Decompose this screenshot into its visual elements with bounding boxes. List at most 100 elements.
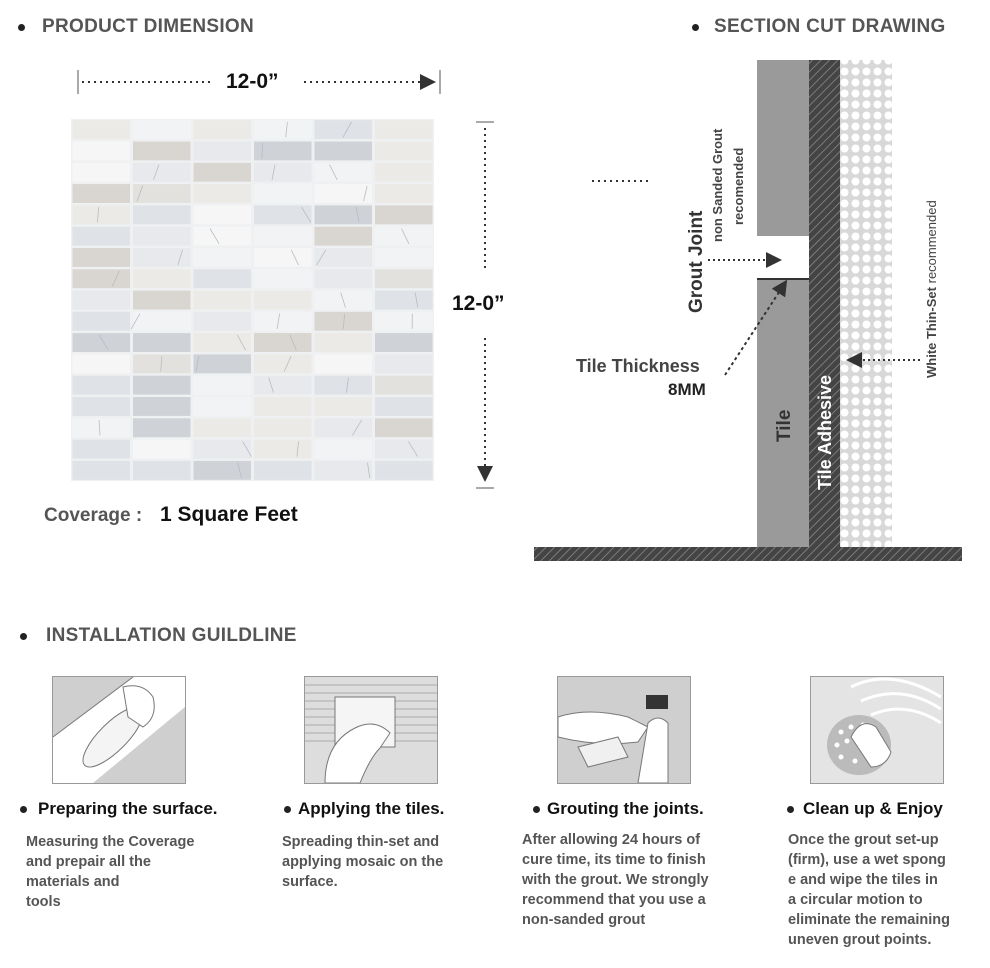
mosaic-vein — [242, 441, 252, 457]
mosaic-tile-sheet — [71, 119, 434, 481]
section-cut-drawing — [534, 60, 962, 561]
step4-title: Clean up & Enjoy — [803, 799, 943, 818]
width-label: 12-0” — [226, 70, 279, 93]
mosaic-tile — [193, 248, 251, 267]
mosaic-tile — [314, 375, 372, 395]
step-bullet — [284, 806, 291, 813]
mosaic-tile — [254, 439, 312, 459]
mosaic-tile — [72, 439, 130, 459]
step3-image — [557, 676, 691, 784]
mosaic-vein — [301, 206, 312, 223]
grout-joint-label: Grout Joint — [686, 210, 707, 313]
mosaic-vein — [283, 356, 292, 372]
mosaic-vein — [414, 292, 419, 308]
mosaic-vein — [97, 207, 100, 223]
mosaic-tile — [133, 290, 191, 310]
grout-note-line2: recomended — [731, 147, 746, 225]
lower-tile — [757, 279, 809, 547]
heading-bullet — [20, 633, 27, 640]
mosaic-tile — [72, 205, 130, 225]
mosaic-tile — [314, 354, 372, 374]
mosaic-vein — [195, 356, 200, 372]
mosaic-vein — [401, 228, 410, 244]
mosaic-vein — [408, 441, 419, 457]
thinset-bold: White Thin-Set — [924, 287, 939, 378]
mosaic-vein — [276, 313, 280, 329]
mosaic-vein — [342, 121, 352, 138]
height-dimension-line — [476, 121, 494, 489]
mosaic-tile — [314, 248, 372, 267]
mosaic-tile — [72, 162, 130, 182]
mosaic-vein — [296, 441, 299, 457]
mosaic-tile — [314, 184, 372, 203]
mosaic-tile — [254, 375, 312, 395]
mosaic-tile — [72, 120, 130, 140]
mosaic-tile — [314, 226, 372, 246]
mosaic-vein — [268, 377, 274, 393]
mosaic-tile — [193, 460, 251, 480]
rolling-mat-icon — [53, 677, 185, 783]
mosaic-tile — [375, 375, 433, 395]
tile-label: Tile — [774, 410, 796, 442]
mosaic-tile — [133, 460, 191, 480]
mosaic-tile — [314, 418, 372, 438]
mosaic-tile — [254, 269, 312, 289]
grout-note-line1: non Sanded Grout — [710, 128, 725, 242]
grout-joint-gap — [757, 236, 809, 279]
sponge-icon — [827, 677, 942, 775]
mosaic-tile — [375, 418, 433, 438]
heading-bullet — [692, 24, 699, 31]
thinset-rest: recommended — [924, 200, 939, 287]
mosaic-vein — [340, 292, 346, 308]
mosaic-tile — [193, 226, 251, 246]
mosaic-vein — [290, 249, 299, 266]
mosaic-tile — [314, 460, 372, 480]
mosaic-tile — [193, 205, 251, 225]
mosaic-vein — [177, 249, 183, 266]
mosaic-tile — [254, 290, 312, 310]
mosaic-vein — [209, 228, 220, 245]
mosaic-tile — [133, 205, 191, 225]
mosaic-tile — [72, 418, 130, 438]
mosaic-tile — [193, 418, 251, 438]
mosaic-tile — [254, 226, 312, 246]
mosaic-tile — [375, 311, 433, 331]
mosaic-tile — [133, 439, 191, 459]
mosaic-tile — [133, 354, 191, 374]
mosaic-tile — [375, 248, 433, 267]
mosaic-vein — [316, 249, 327, 266]
mosaic-vein — [285, 121, 288, 138]
mosaic-vein — [111, 270, 120, 287]
grout-float-icon — [558, 695, 669, 783]
mosaic-vein — [351, 419, 363, 436]
thinset-label: White Thin-Set recommended — [924, 200, 939, 378]
upper-tile — [757, 60, 809, 236]
heading-bullet — [18, 24, 25, 31]
tile-adhesive-text: Tile Adhesive — [815, 374, 835, 490]
mosaic-tile — [314, 141, 372, 161]
step4-description: Once the grout set-up (firm), use a wet … — [788, 832, 950, 948]
mosaic-tile — [193, 375, 251, 395]
mosaic-vein — [98, 334, 109, 351]
mosaic-vein — [346, 377, 349, 393]
tile-thickness-label: Tile Thickness — [576, 356, 700, 376]
mosaic-tile — [375, 354, 433, 374]
mosaic-tile — [375, 162, 433, 182]
section-cut-heading: SECTION CUT DRAWING — [714, 16, 946, 37]
mosaic-tile — [193, 354, 251, 374]
mosaic-tile — [72, 375, 130, 395]
mosaic-vein — [329, 164, 338, 181]
mosaic-tile — [254, 354, 312, 374]
mosaic-tile — [72, 290, 130, 310]
mosaic-tile — [314, 269, 372, 289]
mosaic-tile — [375, 120, 433, 140]
step1-title: Preparing the surface. — [38, 799, 218, 818]
mosaic-tile — [254, 311, 312, 331]
step2-image — [304, 676, 438, 784]
mosaic-tile — [133, 120, 191, 140]
wall-substrate — [840, 60, 892, 547]
mosaic-tile — [254, 205, 312, 225]
mosaic-tile — [375, 226, 433, 246]
mosaic-tile — [193, 311, 251, 331]
mosaic-vein — [355, 207, 360, 223]
